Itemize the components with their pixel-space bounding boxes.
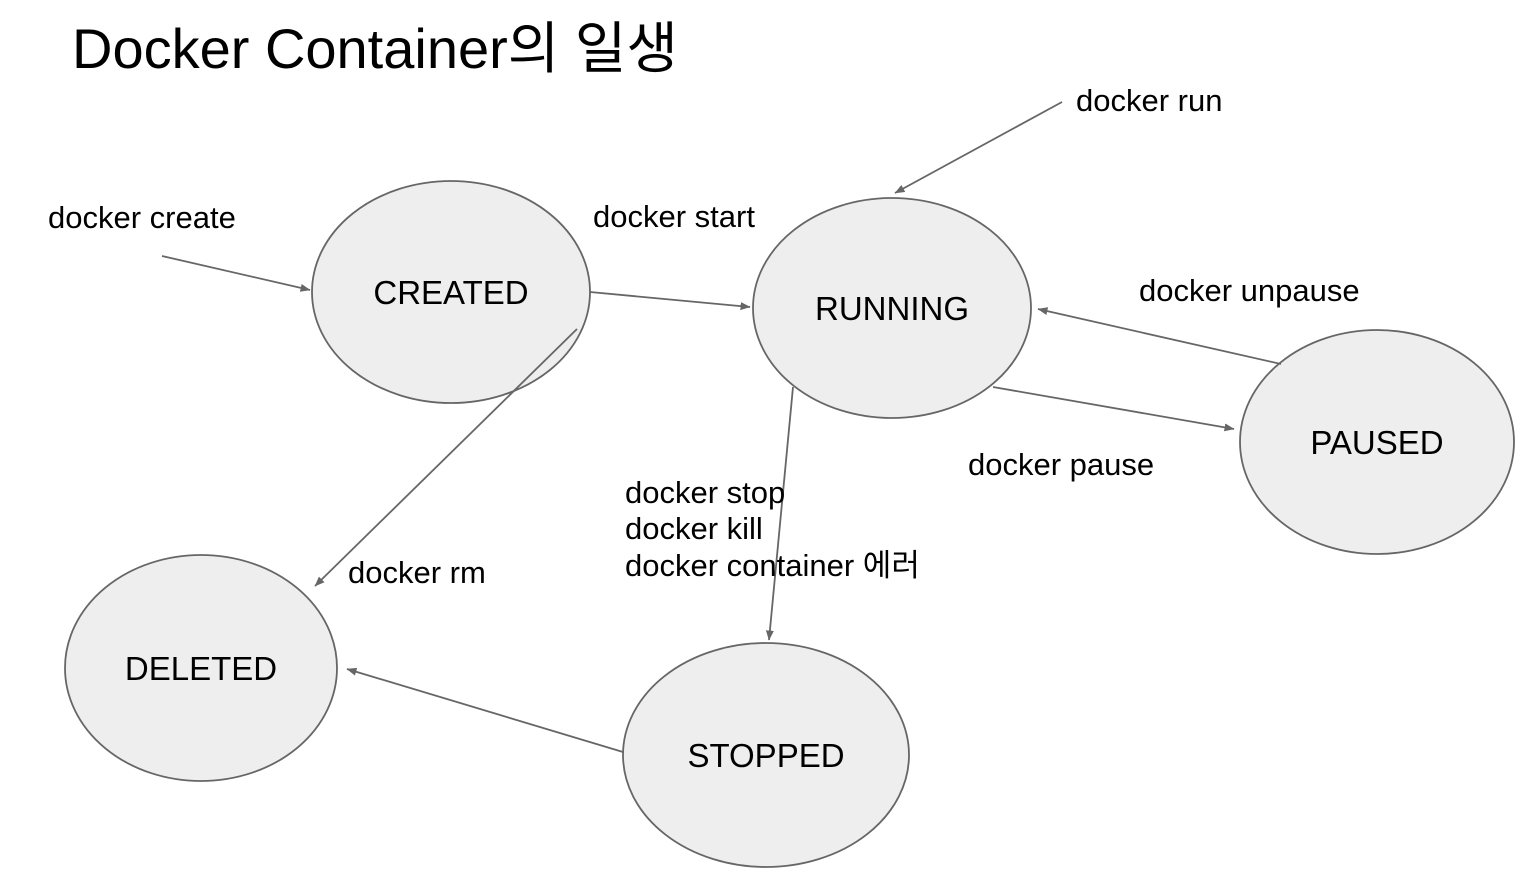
paused-label: PAUSED (1310, 424, 1443, 461)
page-title: Docker Container의 일생 (72, 17, 678, 80)
docker-stop-label-group: docker stop docker kill docker container… (625, 475, 920, 583)
edge-docker-stop-arrow (765, 386, 794, 641)
docker-stop-label: docker stop (625, 475, 785, 510)
stopped-ellipse (622, 642, 910, 868)
node-paused: PAUSED (1239, 329, 1515, 555)
node-stopped: STOPPED (622, 642, 910, 868)
edge-docker-unpause-arrow (1037, 307, 1282, 365)
docker-create-label: docker create (48, 200, 236, 235)
deleted-label: DELETED (125, 650, 277, 687)
edge-stopped-to-deleted-arrow (346, 667, 624, 753)
running-ellipse (752, 197, 1032, 419)
running-label: RUNNING (815, 290, 969, 327)
edge-docker-rm-arrow (314, 328, 578, 587)
node-deleted: DELETED (64, 554, 338, 782)
node-running: RUNNING (752, 197, 1032, 419)
deleted-ellipse (64, 554, 338, 782)
docker-run-label: docker run (1076, 83, 1222, 118)
created-label: CREATED (373, 274, 528, 311)
docker-container-error-label: docker container 에러 (625, 548, 920, 583)
docker-rm-label: docker rm (348, 555, 486, 590)
edge-docker-pause-arrow (992, 386, 1235, 432)
stopped-label: STOPPED (687, 737, 844, 774)
node-created: CREATED (311, 180, 591, 404)
edge-docker-create-arrow (161, 255, 311, 292)
docker-pause-label: docker pause (968, 447, 1154, 482)
docker-unpause-label: docker unpause (1139, 273, 1360, 308)
paused-ellipse (1239, 329, 1515, 555)
edge-docker-run-arrow (894, 101, 1063, 194)
edge-docker-start-arrow (589, 291, 751, 311)
docker-start-label: docker start (593, 199, 755, 234)
docker-kill-label: docker kill (625, 511, 763, 546)
